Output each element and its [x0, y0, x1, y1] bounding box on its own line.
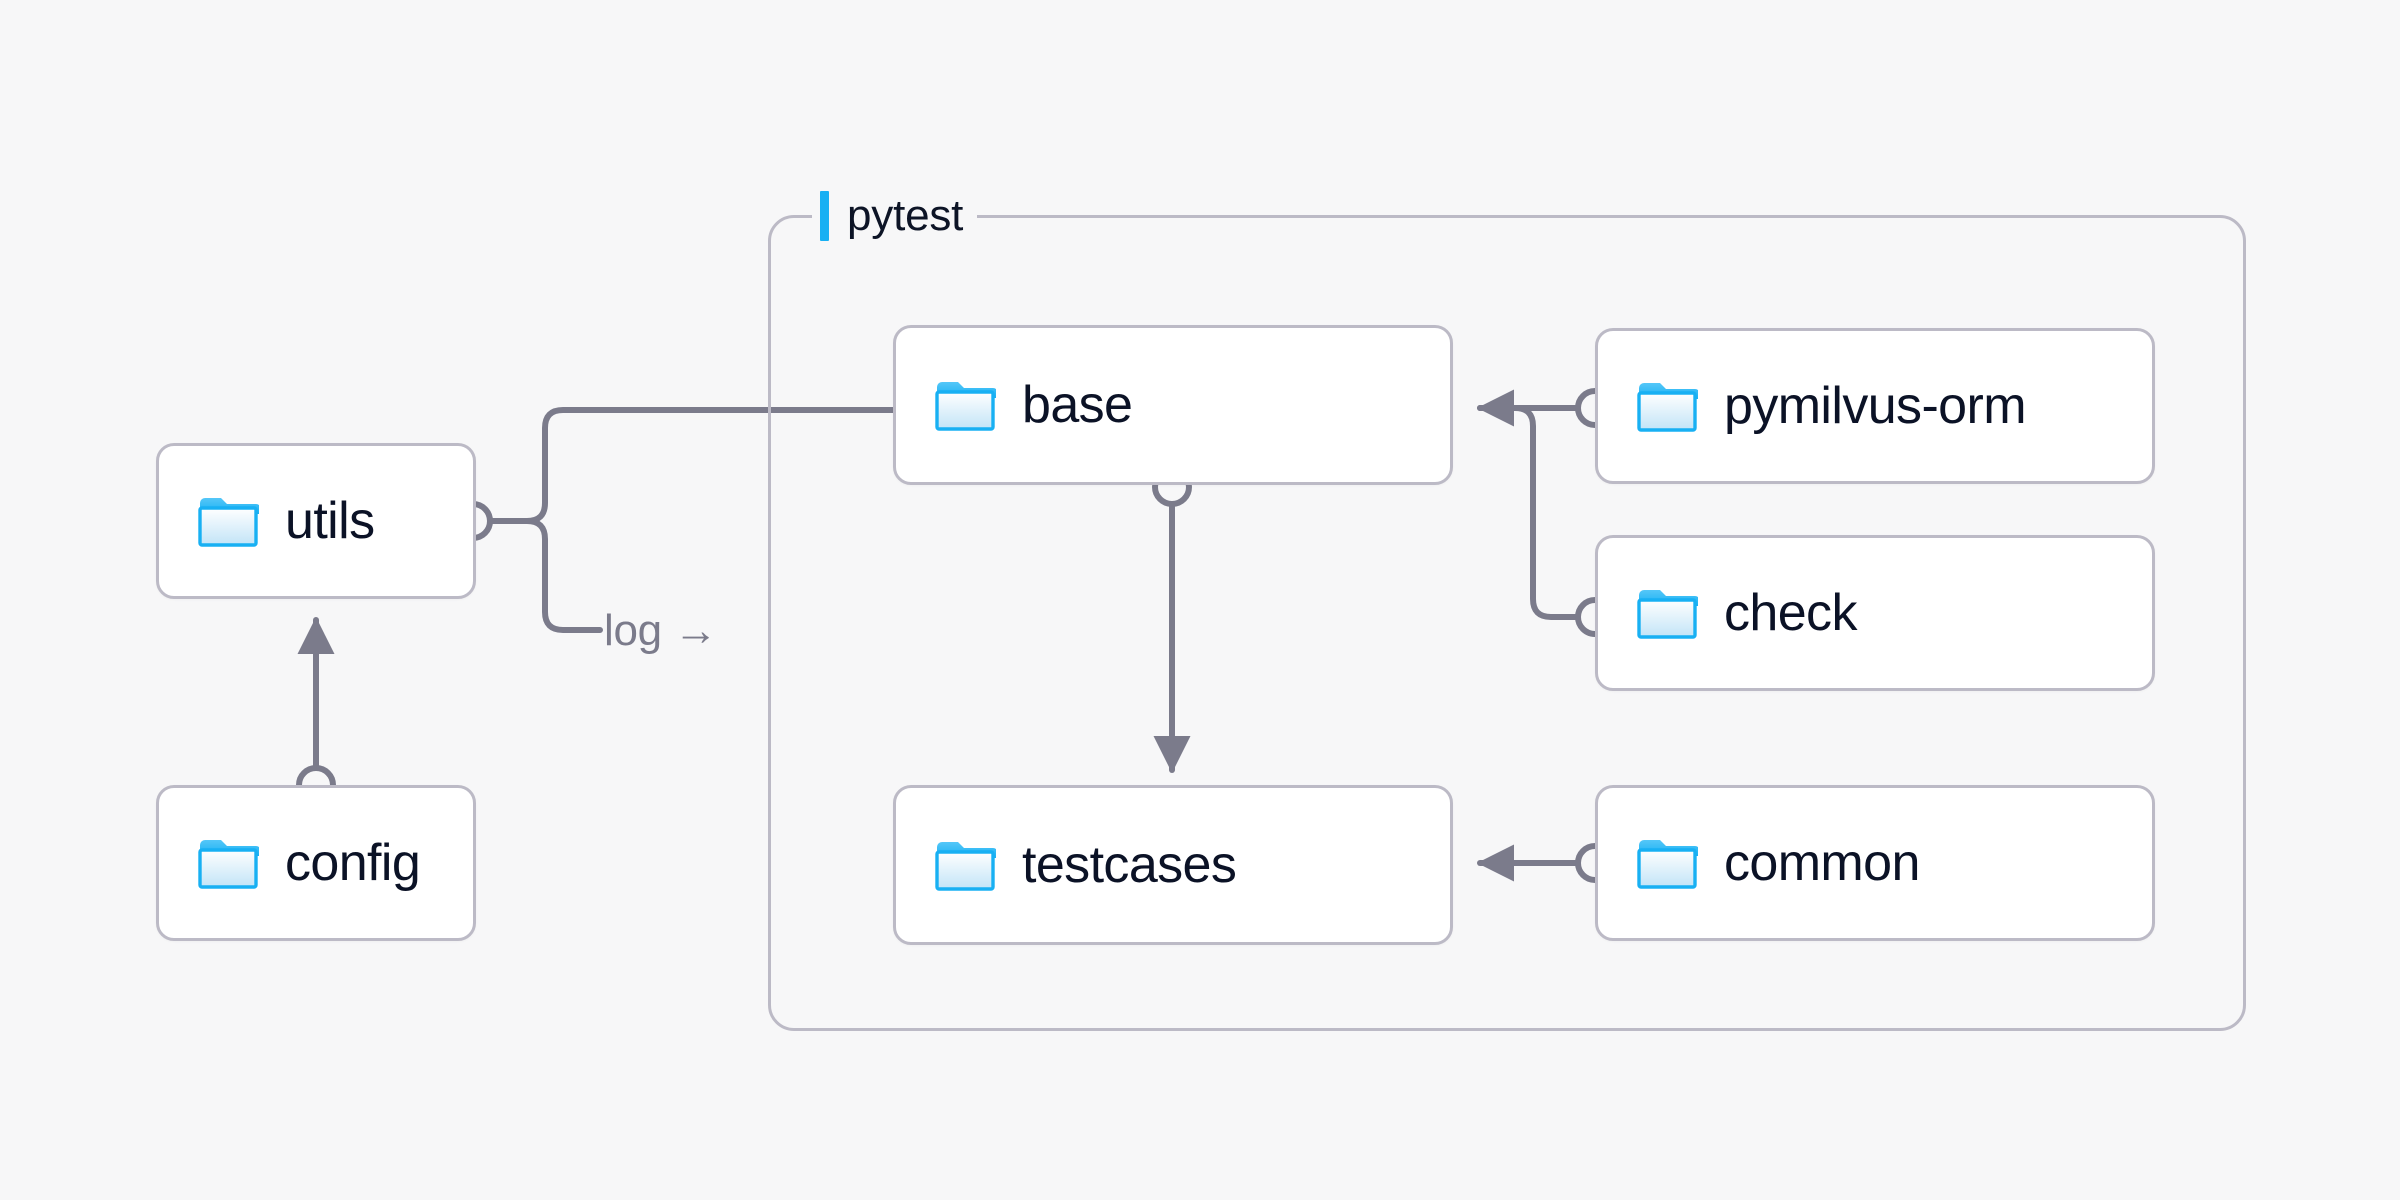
- node-label: testcases: [1022, 836, 1237, 894]
- node-base[interactable]: base: [893, 325, 1453, 485]
- folder-icon: [197, 494, 259, 548]
- edge-label-log: log →: [604, 606, 718, 655]
- node-utils[interactable]: utils: [156, 443, 476, 599]
- folder-icon: [197, 836, 259, 890]
- node-check[interactable]: check: [1595, 535, 2155, 691]
- folder-icon: [1636, 836, 1698, 890]
- node-common[interactable]: common: [1595, 785, 2155, 941]
- pytest-group-label: pytest: [812, 188, 978, 244]
- node-pymilvus-orm[interactable]: pymilvus-orm: [1595, 328, 2155, 484]
- node-label: check: [1724, 584, 1857, 642]
- edge-utils-to-log: [487, 518, 603, 633]
- folder-icon: [1636, 586, 1698, 640]
- node-label: pymilvus-orm: [1724, 377, 2027, 435]
- node-config[interactable]: config: [156, 785, 476, 941]
- node-testcases[interactable]: testcases: [893, 785, 1453, 945]
- folder-icon: [934, 838, 996, 892]
- node-label: common: [1724, 834, 1920, 892]
- node-label: config: [285, 834, 421, 892]
- folder-icon: [934, 378, 996, 432]
- pytest-group-container[interactable]: [768, 215, 2246, 1031]
- folder-icon: [1636, 379, 1698, 433]
- node-label: base: [1022, 376, 1133, 434]
- node-label: utils: [285, 492, 375, 550]
- group-accent-bar: [820, 191, 829, 241]
- group-title-text: pytest: [847, 191, 964, 240]
